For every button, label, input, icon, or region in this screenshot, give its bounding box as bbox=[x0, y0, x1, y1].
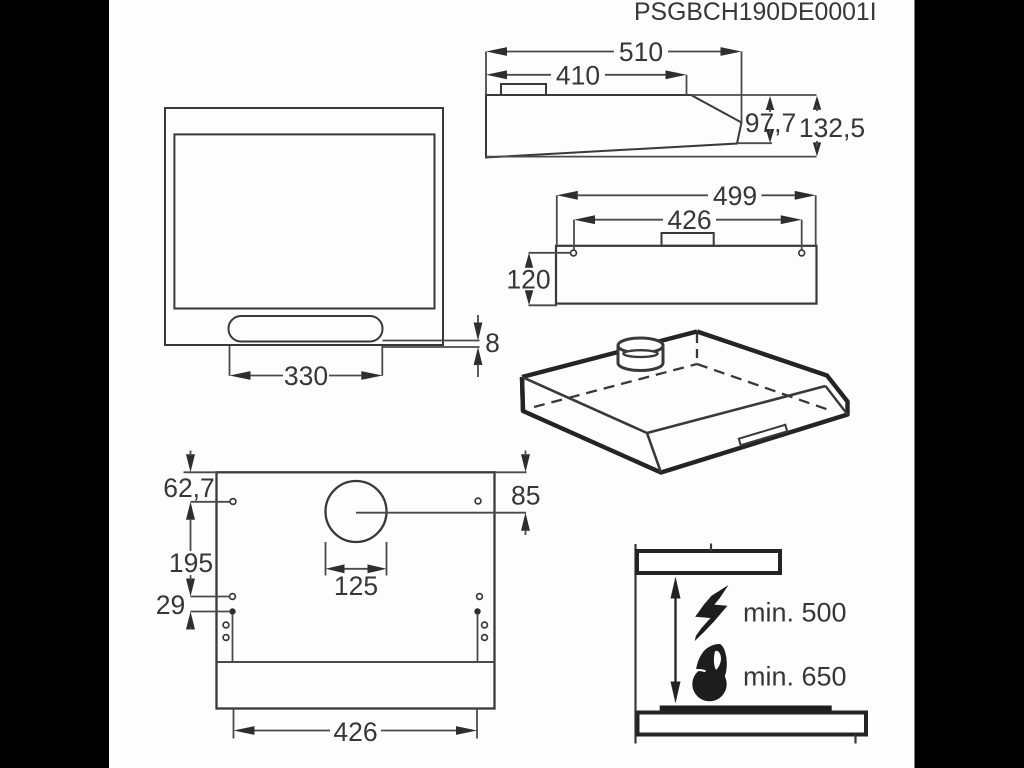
svg-text:330: 330 bbox=[284, 361, 328, 391]
svg-text:8: 8 bbox=[485, 328, 500, 358]
svg-text:499: 499 bbox=[713, 181, 757, 211]
svg-text:426: 426 bbox=[333, 717, 377, 747]
svg-text:410: 410 bbox=[556, 60, 600, 90]
svg-text:125: 125 bbox=[334, 571, 378, 601]
svg-text:510: 510 bbox=[619, 37, 663, 67]
svg-text:97,7: 97,7 bbox=[745, 108, 797, 138]
svg-text:426: 426 bbox=[667, 205, 711, 235]
svg-text:120: 120 bbox=[506, 265, 550, 295]
svg-text:min. 650: min. 650 bbox=[743, 662, 847, 692]
svg-text:62,7: 62,7 bbox=[163, 473, 215, 503]
svg-text:195: 195 bbox=[169, 548, 213, 578]
svg-text:132,5: 132,5 bbox=[799, 113, 865, 143]
svg-text:29: 29 bbox=[156, 590, 185, 620]
svg-text:min. 500: min. 500 bbox=[743, 598, 847, 628]
svg-text:85: 85 bbox=[511, 481, 540, 511]
svg-text:PSGBCH190DE0001I: PSGBCH190DE0001I bbox=[634, 0, 877, 26]
